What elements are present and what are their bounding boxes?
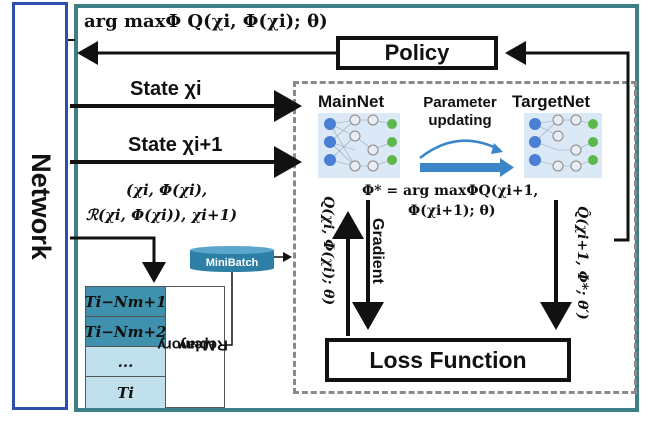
targetnet-graphic [524, 113, 602, 178]
phi-star-line2: Φ(χi+1); θ) [408, 203, 496, 219]
transition-tuple-line2: ℛ(χi, Φ(χi)), χi+1) [86, 206, 238, 224]
outer-frame [74, 4, 639, 412]
replay-memory-label-line2: Memory [157, 336, 216, 354]
replay-entry: Ti−Nm+2 [84, 317, 167, 347]
policy-label: Policy [384, 40, 450, 65]
dqn-dashed-box [293, 81, 637, 394]
targetnet-label: TargetNet [512, 92, 591, 111]
replay-entry: Ti [86, 377, 166, 408]
replay-memory: Ti−Nm+1 Ti−Nm+2 ... Ti [84, 286, 225, 408]
gradient-label: Gradient [369, 218, 386, 284]
parameter-updating-line2: updating [428, 112, 492, 129]
top-formula: arg maxΦ Q(χi, Φ(χi); θ) [84, 11, 328, 32]
loss-function-label: Loss Function [369, 346, 527, 373]
state-i1-label: State χi+1 [128, 134, 223, 156]
state-i-label: State χi [130, 78, 202, 100]
replay-to-minibatch-line [225, 272, 233, 346]
replay-entry: Ti−Nm+1 [84, 287, 167, 317]
minibatch-cylinder [190, 246, 274, 272]
loss-function-box: Loss Function [325, 338, 571, 382]
update-curve [419, 139, 501, 159]
mainnet-graphic [318, 113, 400, 178]
network-box [12, 2, 68, 410]
phi-star-line1: Φ* = arg maxΦQ(χi+1, [362, 183, 539, 199]
parameter-updating-line1: Parameter [423, 94, 497, 111]
to-replay-arrow [70, 236, 166, 283]
feedback-loop-line [505, 41, 630, 242]
replay-memory-label-wrap: Replay Memory [158, 290, 228, 400]
mainnet-label: MainNet [318, 92, 385, 111]
q-target-label: Q̂(χi+1, Φ*; θ′) [574, 206, 590, 320]
transition-tuple-line1: (χi, Φ(χi), [126, 181, 208, 199]
q-main-label: Q(χi, Φ(χi); θ) [320, 196, 336, 306]
policy-box: Policy [336, 36, 498, 70]
minibatch-label: MiniBatch [205, 257, 259, 269]
replay-entry: ... [86, 347, 166, 377]
update-bar [420, 163, 502, 172]
